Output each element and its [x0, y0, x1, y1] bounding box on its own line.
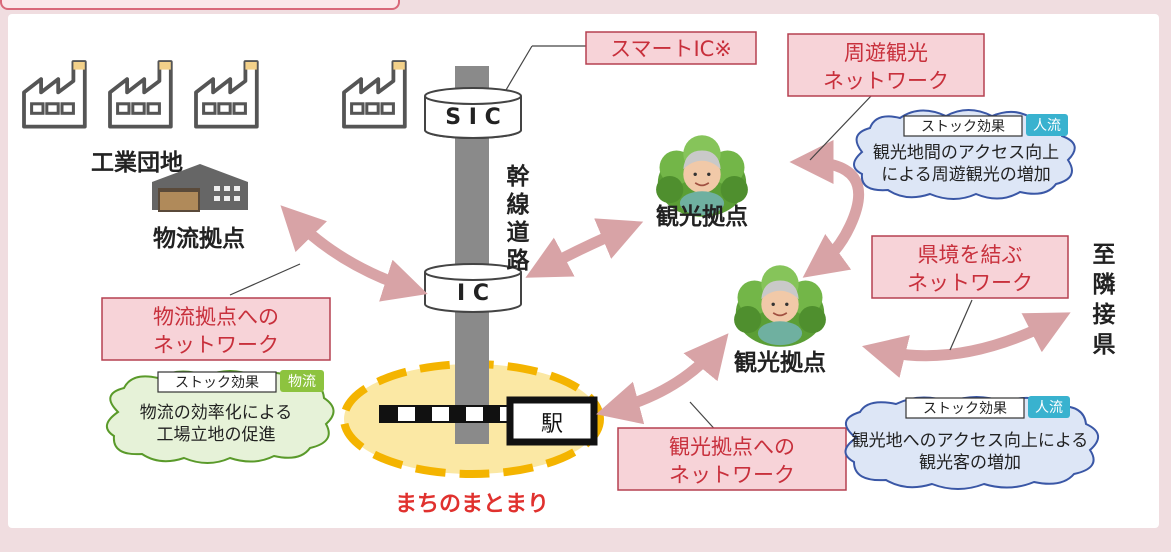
- tourism-spot-icon: [733, 264, 827, 348]
- effect-text-line: による周遊観光の増加: [881, 165, 1051, 185]
- header-tab: [0, 0, 400, 10]
- effect-text-line: 観光客の増加: [919, 453, 1021, 473]
- stock-effect-tag: ストック効果: [175, 375, 259, 391]
- tourism-network-line2: ネットワーク: [669, 463, 795, 487]
- neighbor-label-2: 隣: [1093, 272, 1116, 298]
- leader-circuit: [809, 94, 873, 161]
- neighbor-label-4: 県: [1093, 332, 1116, 358]
- sic-icon: S I C: [424, 87, 522, 139]
- circuit-tourism-line1: 周遊観光: [844, 41, 928, 65]
- prefecture-network-line1: 県境を結ぶ: [918, 243, 1023, 267]
- logistics-network-line1: 物流拠点への: [153, 305, 279, 329]
- tourism-hub-upper-label: 観光拠点: [656, 203, 748, 230]
- effect-text-line: 観光地へのアクセス向上による: [852, 431, 1089, 451]
- callout-smart-ic: スマートIC※: [585, 31, 757, 65]
- callout-circuit-tourism: 周遊観光 ネットワーク: [787, 33, 985, 97]
- ic-icon: I C: [424, 263, 522, 313]
- neighbor-label-3: 接: [1093, 302, 1116, 328]
- prefecture-network-line2: ネットワーク: [907, 271, 1033, 295]
- trunk-road-label-2: 線: [507, 191, 530, 218]
- stock-effect-tag: ストック効果: [923, 401, 1007, 417]
- arrow-tourism-circuit: [789, 140, 864, 278]
- railway-line: [379, 405, 517, 423]
- effect-cloud-tourism-access: ストック効果 人流 観光地へのアクセス向上による 観光客の増加: [844, 396, 1099, 490]
- leader-smart-ic-2: [505, 45, 533, 91]
- trunk-road-label-3: 道: [507, 219, 530, 246]
- factory-icon: [22, 60, 87, 129]
- leader-logistics: [229, 263, 301, 296]
- effect-text-line: 観光地間のアクセス向上: [873, 143, 1059, 163]
- effect-text-line: 物流の効率化による: [140, 403, 293, 423]
- logistics-hub-label: 物流拠点: [153, 225, 245, 252]
- arrow-station-tourism: [596, 333, 729, 425]
- sic-label: S I C: [445, 105, 501, 130]
- factory-icon: [342, 60, 407, 129]
- effect-cloud-circuit: ストック効果 人流 観光地間のアクセス向上 による周遊観光の増加: [853, 109, 1076, 200]
- arrow-logistics-ic: [280, 205, 428, 302]
- ic-label: I C: [457, 281, 489, 306]
- trunk-road-label-4: 路: [507, 247, 531, 274]
- callout-prefecture-network: 県境を結ぶ ネットワーク: [871, 235, 1069, 299]
- tourism-hub-lower-label: 観光拠点: [734, 349, 826, 376]
- industrial-park-label: 工業団地: [91, 149, 183, 176]
- arrow-prefecture: [861, 312, 1071, 378]
- tourism-network-line1: 観光拠点への: [669, 435, 795, 459]
- callout-tourism-network: 観光拠点への ネットワーク: [617, 427, 847, 491]
- effect-text-line: 工場立地の促進: [157, 425, 276, 445]
- station-label: 駅: [541, 412, 563, 437]
- town-center-label: まちのまとまり: [395, 492, 549, 517]
- trunk-road-label-1: 幹: [507, 163, 531, 190]
- warehouse-icon: [152, 164, 248, 212]
- stock-effect-tag: ストック効果: [921, 119, 1005, 135]
- people-flow-badge: 人流: [1035, 400, 1063, 416]
- callout-logistics-network: 物流拠点への ネットワーク: [101, 297, 331, 361]
- effect-cloud-logistics: ストック効果 物流 物流の効率化による 工場立地の促進: [106, 370, 335, 464]
- circuit-tourism-line2: ネットワーク: [823, 69, 949, 93]
- neighbor-label-1: 至: [1093, 242, 1116, 268]
- logistics-network-line2: ネットワーク: [153, 333, 279, 357]
- people-flow-badge: 人流: [1033, 118, 1061, 134]
- goods-flow-badge: 物流: [288, 374, 316, 390]
- arrow-ic-tourism: [525, 218, 644, 278]
- station-icon: 駅: [506, 396, 598, 446]
- leader-prefecture: [949, 299, 973, 351]
- smart-ic-text: スマートIC※: [610, 37, 732, 61]
- factory-icon: [194, 60, 259, 129]
- factory-icon: [108, 60, 173, 129]
